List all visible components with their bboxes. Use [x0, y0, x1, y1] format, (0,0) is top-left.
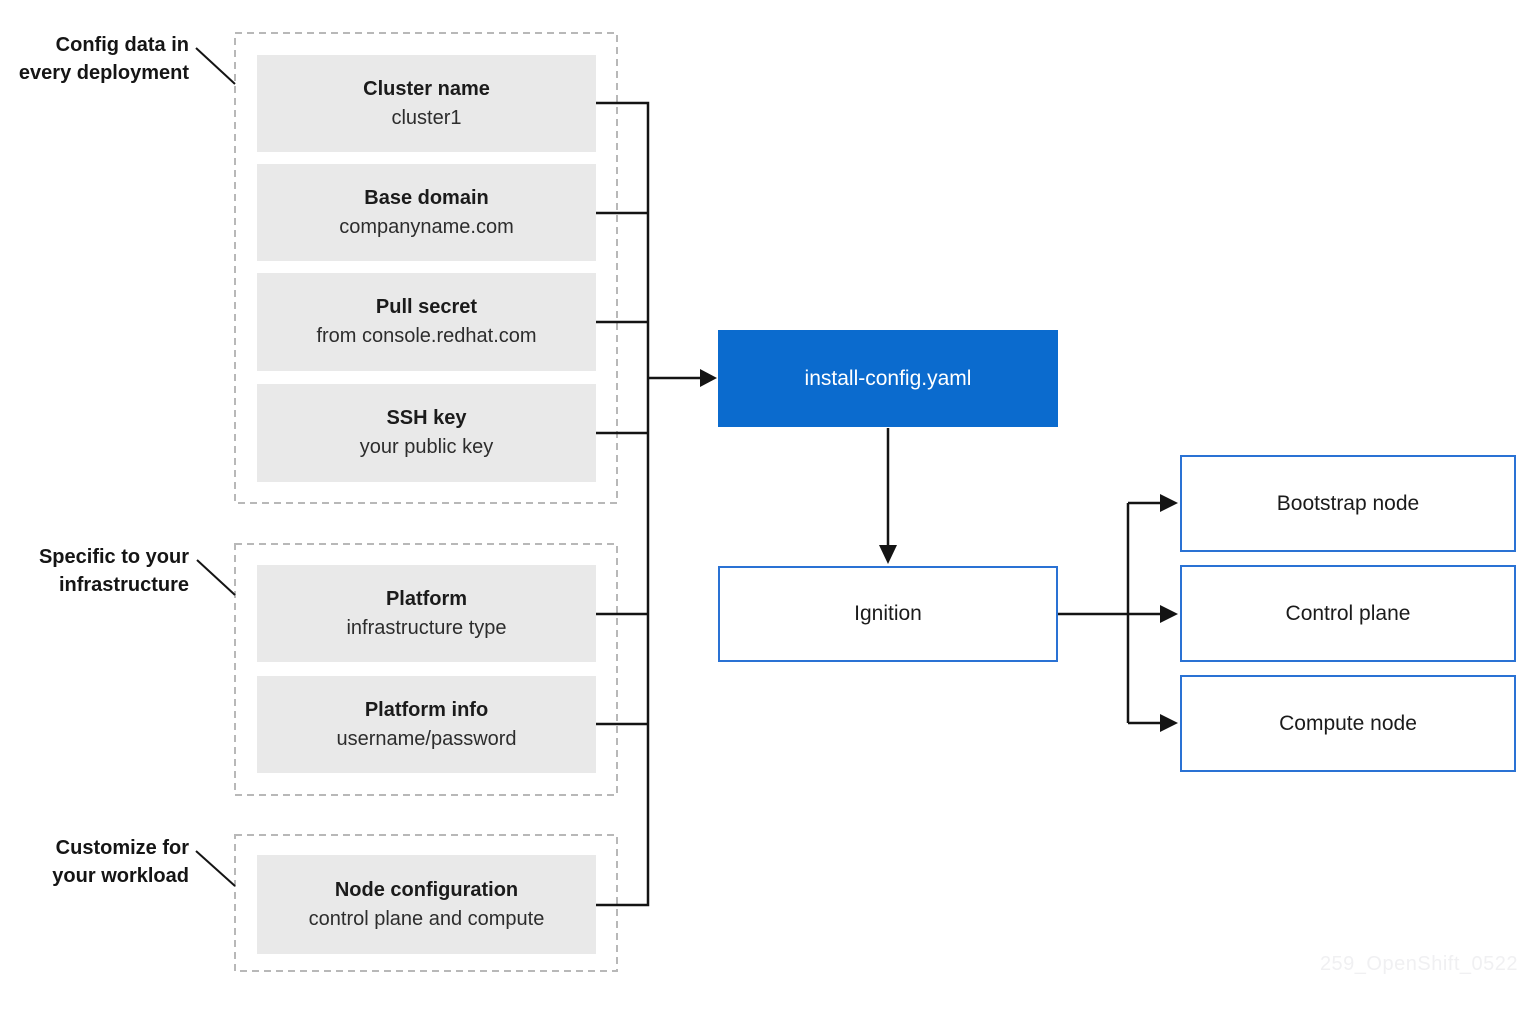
config-box-node-configuration: Node configuration control plane and com… — [257, 855, 596, 954]
annotation-infrastructure-line1: Specific to your — [38, 546, 189, 568]
config-box-cluster-name-title: Cluster name — [363, 77, 490, 100]
compute-node-label: Compute node — [1279, 711, 1417, 735]
bootstrap-node-box: Bootstrap node — [1180, 455, 1516, 552]
config-box-platform-info-subtitle: username/password — [336, 727, 517, 750]
control-plane-box: Control plane — [1180, 565, 1516, 662]
compute-node-box: Compute node — [1180, 675, 1516, 772]
config-box-node-configuration-subtitle: control plane and compute — [308, 907, 545, 930]
control-plane-label: Control plane — [1285, 601, 1411, 625]
group-border-deployment — [234, 32, 618, 504]
ignition-label: Ignition — [854, 602, 922, 625]
config-box-pull-secret-subtitle: from console.redhat.com — [316, 325, 537, 347]
annotation-infrastructure-line2: infrastructure — [58, 574, 189, 596]
bootstrap-node-label: Bootstrap node — [1276, 491, 1420, 515]
annotation-deployment-line1: Config data in — [55, 34, 189, 56]
config-box-platform: Platform infrastructure type — [257, 565, 596, 662]
annotation-deployment: Config data in every deployment — [0, 31, 189, 87]
config-box-ssh-key: SSH key your public key — [257, 384, 596, 482]
install-config-yaml-label: install-config.yaml — [804, 366, 972, 390]
config-box-base-domain-title: Base domain — [364, 186, 489, 209]
config-box-platform-subtitle: infrastructure type — [346, 616, 507, 639]
config-box-base-domain: Base domain companyname.com — [257, 164, 596, 261]
watermark: 259_OpenShift_0522 — [1319, 953, 1518, 975]
annotation-line-workload — [195, 850, 236, 887]
arrow-to-control-plane-head — [1160, 605, 1178, 623]
group-border-workload — [234, 834, 618, 972]
config-box-platform-title: Platform — [385, 587, 468, 610]
annotation-deployment-line2: every deployment — [18, 62, 189, 84]
group-border-infrastructure — [234, 543, 618, 796]
arrow-to-ignition-head — [879, 545, 897, 564]
annotation-infrastructure: Specific to your infrastructure — [0, 543, 189, 599]
collector-spine — [596, 101, 650, 907]
config-box-cluster-name: Cluster name cluster1 — [257, 55, 596, 152]
config-box-pull-secret: Pull secret from console.redhat.com — [257, 273, 596, 371]
config-box-node-configuration-title: Node configuration — [334, 878, 519, 901]
ignition-box: Ignition — [718, 566, 1058, 662]
annotation-workload: Customize for your workload — [0, 834, 189, 890]
config-box-platform-info: Platform info username/password — [257, 676, 596, 773]
install-config-yaml-box: install-config.yaml — [718, 330, 1058, 427]
arrow-to-bootstrap-head — [1160, 494, 1178, 512]
annotation-line-infrastructure — [196, 559, 236, 596]
config-box-pull-secret-title: Pull secret — [375, 296, 478, 318]
config-box-ssh-key-subtitle: your public key — [359, 436, 494, 458]
arrow-to-compute-head — [1160, 714, 1178, 732]
config-box-cluster-name-subtitle: cluster1 — [391, 106, 462, 129]
config-box-ssh-key-title: SSH key — [386, 407, 467, 429]
arrow-to-install-config-head — [700, 369, 717, 387]
config-box-platform-info-title: Platform info — [364, 698, 489, 721]
config-box-base-domain-subtitle: companyname.com — [339, 215, 514, 238]
annotation-workload-line2: your workload — [52, 865, 189, 887]
annotation-workload-line1: Customize for — [55, 837, 189, 859]
annotation-line-deployment — [195, 47, 236, 85]
